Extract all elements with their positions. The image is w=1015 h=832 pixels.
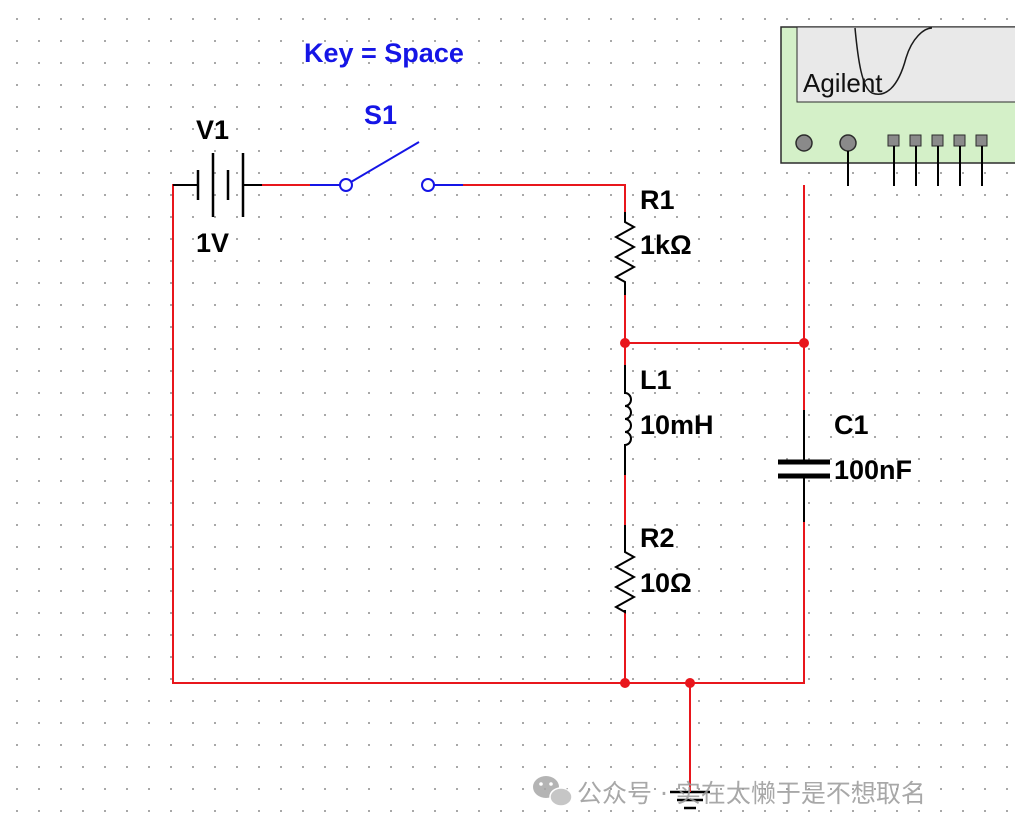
c1-ref-label: C1	[834, 410, 869, 440]
junction-dot	[799, 338, 809, 348]
l1-value-label: 10mH	[640, 410, 714, 440]
l1-ref-label: L1	[640, 365, 672, 395]
s1-ref-label: S1	[364, 100, 397, 130]
r1-value-label: 1kΩ	[640, 230, 692, 260]
r2-ref-label: R2	[640, 523, 675, 553]
junction-dot	[620, 678, 630, 688]
v1-ref-label: V1	[196, 115, 229, 145]
watermark: 公众号 · 实在太懒于是不想取名	[533, 776, 926, 808]
scope-io-pin[interactable]	[931, 134, 944, 147]
wechat-icon	[533, 776, 573, 807]
junction-dot	[620, 338, 630, 348]
wire-c1-to-ground	[690, 522, 805, 684]
scope-brand-label: Agilent	[803, 68, 883, 98]
scope-screen	[796, 26, 1015, 103]
v1-value-label: 1V	[196, 228, 229, 258]
switch-key-label: Key = Space	[304, 38, 464, 68]
c1-value-label: 100nF	[834, 455, 912, 485]
circuit-wires	[172, 184, 805, 768]
scope-io-pin[interactable]	[887, 134, 900, 147]
watermark-prefix: 公众号 ·	[577, 779, 676, 808]
wire-s1-to-r1	[463, 184, 626, 212]
junction-dot	[685, 678, 695, 688]
resistor-r1[interactable]	[613, 212, 637, 295]
r2-value-label: 10Ω	[640, 568, 692, 598]
battery-v1[interactable]	[173, 153, 262, 217]
scope-terminal-2[interactable]	[839, 134, 857, 152]
scope-io-pin[interactable]	[953, 134, 966, 147]
scope-io-pin[interactable]	[909, 134, 922, 147]
scope-io-pin[interactable]	[975, 134, 988, 147]
switch-s1[interactable]	[310, 141, 463, 192]
watermark-account-name: 实在太懒于是不想取名	[676, 779, 926, 808]
resistor-r2[interactable]	[613, 525, 637, 614]
r1-ref-label: R1	[640, 185, 675, 215]
capacitor-c1[interactable]	[778, 410, 830, 522]
scope-terminal-1[interactable]	[795, 134, 813, 152]
inductor-l1[interactable]	[624, 365, 632, 475]
watermark-text: 公众号 · 实在太懒于是不想取名	[577, 779, 926, 808]
ground-symbol	[670, 768, 710, 810]
scope-trace	[854, 27, 933, 95]
wire-left-loop	[172, 184, 690, 684]
junction-dots	[620, 338, 809, 688]
agilent-oscilloscope[interactable]: Agilent	[780, 26, 1015, 186]
